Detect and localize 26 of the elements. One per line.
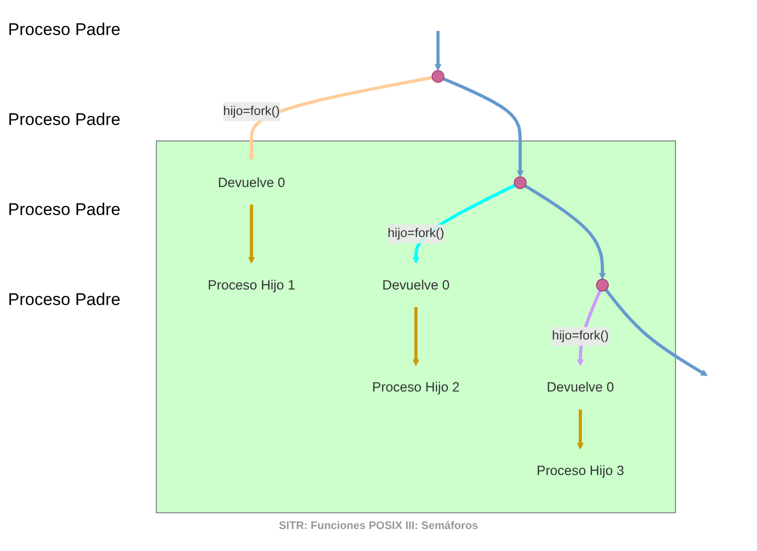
- process-label: Proceso Padre: [8, 200, 122, 220]
- node-text: Devuelve 0: [546, 380, 614, 395]
- arrow: [604, 288, 708, 376]
- arrow: [248, 76, 432, 162]
- node-text: Proceso Hijo 1: [208, 277, 296, 292]
- arrow: [248, 204, 255, 264]
- node-text: Proceso Hijo 3: [536, 463, 624, 478]
- node-text: Devuelve 0: [218, 174, 286, 190]
- process-label: Proceso Padre: [8, 110, 122, 130]
- node-circle: [514, 176, 527, 189]
- arrow: [524, 184, 606, 280]
- arrow: [434, 30, 442, 71]
- edge-label: hijo=fork(): [388, 226, 444, 240]
- process-label: Proceso Padre: [8, 290, 122, 310]
- node-circle: [432, 70, 444, 83]
- arrow: [412, 307, 420, 366]
- process-label: Proceso Padre: [8, 20, 122, 40]
- arrow: [576, 410, 584, 450]
- edge-label: hijo=fork(): [552, 329, 609, 343]
- cluster: [156, 140, 676, 514]
- edge-label: hijo=fork(): [223, 104, 280, 118]
- node-circle: [596, 278, 609, 292]
- node-text: Proceso Hijo 2: [372, 380, 460, 395]
- node-text: Devuelve 0: [382, 277, 450, 292]
- arrow: [442, 77, 524, 178]
- footer-text: SITR: Funciones POSIX III: Semáforos: [278, 520, 480, 532]
